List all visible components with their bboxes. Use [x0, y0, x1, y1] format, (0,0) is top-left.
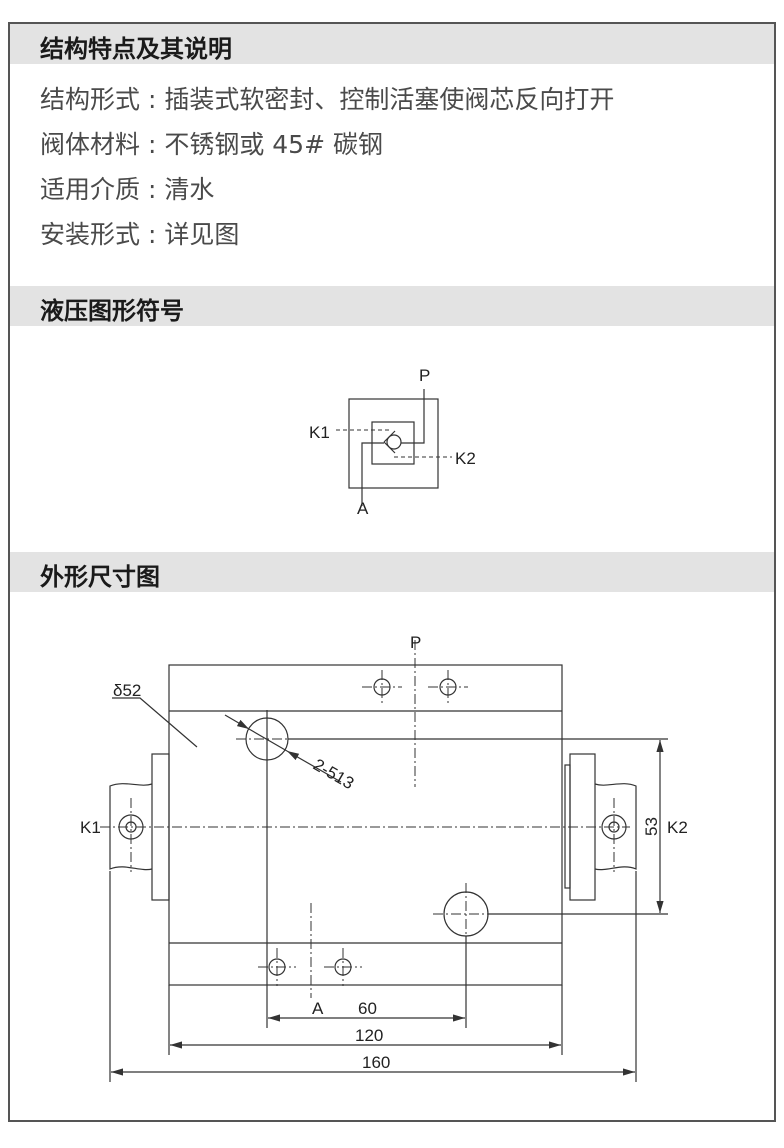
label-a: A — [312, 999, 324, 1018]
label-p: P — [419, 366, 430, 385]
check-valve-ball — [386, 434, 402, 450]
check-valve-seat — [383, 430, 396, 454]
spec-row: 阀体材料 : 不锈钢或 45# 碳钢 — [40, 130, 383, 159]
spec-row: 适用介质 : 清水 — [40, 175, 215, 204]
label-k1: K1 — [80, 818, 101, 837]
section-title: 液压图形符号 — [40, 297, 184, 325]
right-knob — [594, 783, 637, 871]
spec-row: 结构形式 : 插装式软密封、控制活塞使阀芯反向打开 — [40, 85, 615, 114]
label-k2: K2 — [455, 449, 476, 468]
page-frame — [8, 22, 776, 1122]
spec-row: 安装形式 : 详见图 — [40, 220, 240, 249]
section-title: 结构特点及其说明 — [40, 35, 232, 63]
hydraulic-symbol: P K1 K2 A — [309, 366, 476, 518]
label-k2: K2 — [667, 818, 688, 837]
label-thickness: δ52 — [113, 681, 141, 700]
thickness-leader — [112, 697, 198, 748]
port-p-line — [401, 389, 425, 444]
label-p: P — [410, 633, 421, 652]
label-a: A — [357, 499, 369, 518]
section-title: 外形尺寸图 — [40, 563, 160, 591]
section-header-structure: 结构特点及其说明 — [10, 24, 774, 64]
label-holes: 2-513 — [310, 755, 357, 793]
valve-body — [168, 664, 563, 986]
port-a-line — [361, 442, 384, 506]
section-header-dimensions: 外形尺寸图 — [10, 552, 774, 592]
dim-120: 120 — [355, 1026, 383, 1045]
label-k1: K1 — [309, 423, 330, 442]
section-header-symbol: 液压图形符号 — [10, 286, 774, 326]
dim-60: 60 — [358, 999, 377, 1018]
symbol-outer-block — [348, 398, 439, 489]
dim-53: 53 — [642, 817, 661, 836]
dimension-drawing: P K1 K2 A δ52 2-513 53 60 120 160 — [80, 633, 688, 1082]
dim-160: 160 — [362, 1053, 390, 1072]
